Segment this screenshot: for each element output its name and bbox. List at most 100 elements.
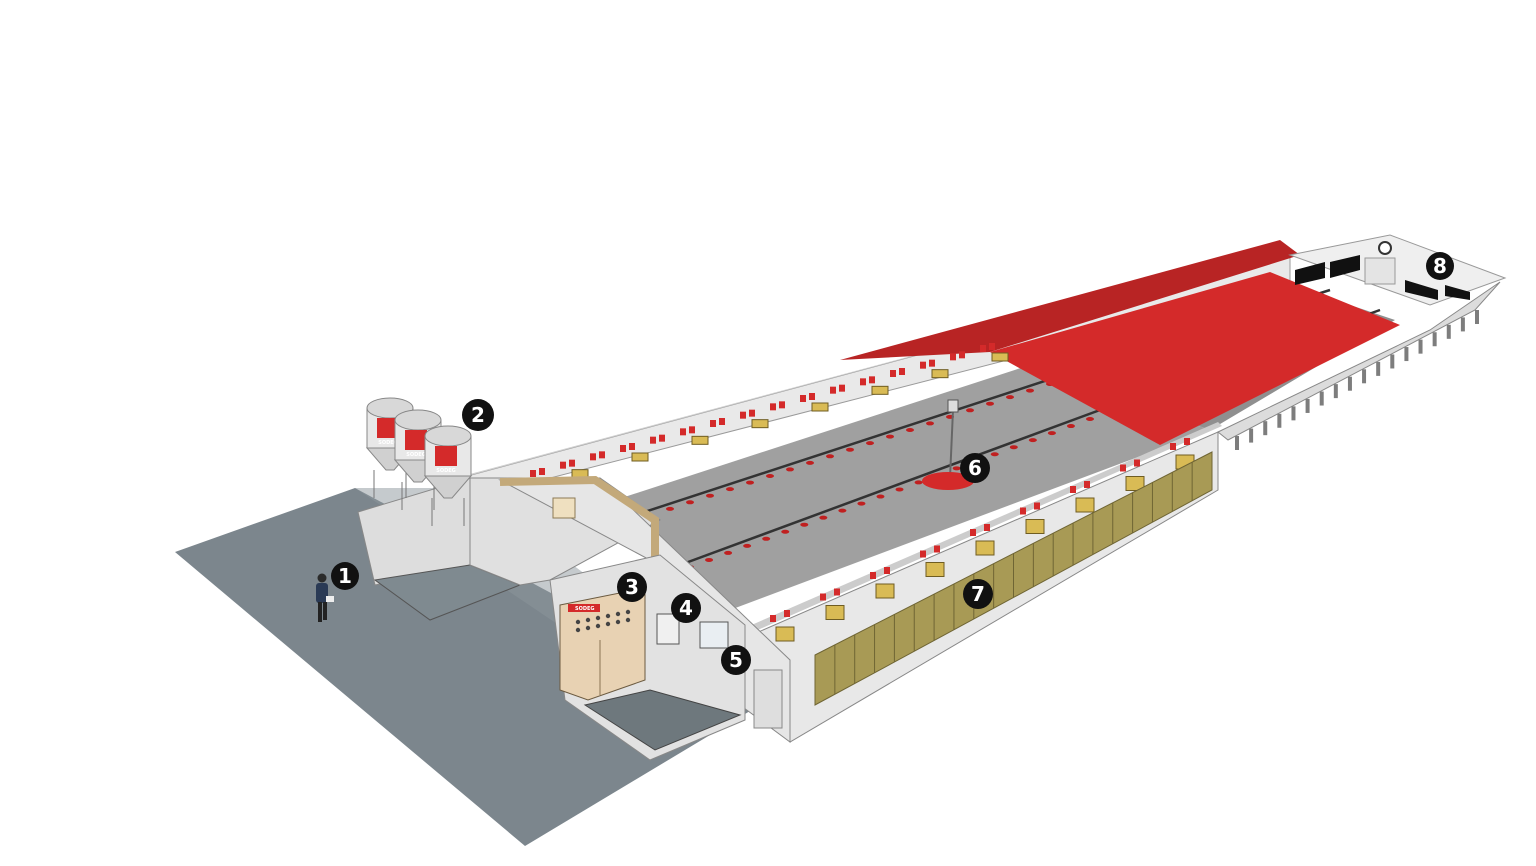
column: [1404, 347, 1409, 362]
vent: [929, 359, 935, 367]
marker-1: 1: [331, 562, 359, 590]
vent: [1170, 443, 1176, 450]
vent: [934, 545, 940, 553]
vent: [870, 572, 876, 579]
drinker-pan: [1026, 388, 1034, 393]
drinker-pan: [705, 557, 714, 562]
window-icon: [825, 605, 845, 620]
drinker-pan: [1006, 395, 1014, 400]
window-icon: [811, 402, 829, 412]
svg-text:1: 1: [338, 564, 352, 588]
marker-2: 2: [462, 399, 494, 431]
vent: [800, 395, 806, 402]
silo-cap: [394, 409, 442, 431]
drinker-pan: [786, 467, 794, 472]
window-icon: [775, 626, 795, 642]
drinker-pan: [766, 474, 774, 478]
vent: [779, 401, 785, 409]
drinker-pan: [726, 487, 734, 492]
vent: [590, 453, 596, 461]
vent: [770, 615, 776, 622]
drinker-pan: [762, 536, 771, 541]
svg-text:5: 5: [729, 648, 743, 672]
exhaust-fans: [1295, 255, 1470, 300]
drinker-pan: [1066, 424, 1075, 429]
vent: [920, 550, 926, 558]
knob: [585, 617, 591, 623]
vent: [980, 345, 986, 352]
vent: [890, 370, 896, 377]
brooder-disc: [922, 472, 974, 490]
air-duct: [499, 475, 659, 560]
svg-text:8: 8: [1433, 254, 1447, 278]
marker-5: 5: [721, 645, 751, 675]
marker-6: 6: [960, 453, 990, 483]
drinker-pan: [806, 460, 814, 465]
window-icon: [1075, 497, 1095, 513]
vent: [1184, 438, 1190, 445]
column: [1305, 398, 1310, 413]
near-wall-top: [740, 422, 1222, 636]
vent: [809, 393, 815, 400]
drinker-pan: [926, 421, 934, 426]
silo-logo: [405, 430, 427, 450]
knob: [615, 611, 621, 617]
knob: [595, 615, 601, 621]
svg-text:3: 3: [625, 575, 639, 599]
drinker-pan: [826, 454, 834, 459]
svg-text:2: 2: [471, 403, 485, 427]
window-icon: [975, 540, 995, 556]
cooling-pad-grid: [814, 452, 1213, 705]
svg-text:7: 7: [971, 582, 985, 606]
vent: [839, 384, 845, 392]
window-icon: [751, 419, 769, 429]
vent: [884, 567, 890, 574]
vent: [959, 351, 965, 359]
vent: [899, 368, 905, 375]
window-icon: [1025, 519, 1045, 534]
vent: [784, 610, 790, 617]
roof-panel: [990, 272, 1400, 445]
window-icon: [871, 385, 889, 395]
vent: [830, 386, 836, 394]
window-icon: [931, 369, 949, 379]
drinker-pan: [724, 550, 733, 555]
drinker-pan: [781, 529, 790, 534]
vent: [710, 420, 716, 427]
drinker-pan: [1086, 417, 1094, 421]
drinker-pan: [1028, 438, 1037, 443]
vent: [629, 443, 635, 450]
knob: [585, 625, 591, 631]
drinker-pan: [666, 506, 674, 511]
drinker-pan: [1009, 445, 1018, 450]
silo-logo-text: SODEG: [436, 468, 456, 474]
column: [1475, 310, 1479, 324]
drinker-pan: [800, 522, 809, 527]
vent: [950, 353, 956, 361]
drinker-pan: [686, 500, 694, 505]
column: [1319, 391, 1324, 406]
vent: [530, 470, 536, 477]
knob: [575, 619, 581, 625]
window-icon: [691, 435, 709, 445]
drinker-pan: [876, 494, 885, 499]
vent: [539, 468, 545, 475]
drinker-pan: [746, 480, 754, 485]
column: [1263, 421, 1268, 436]
svg-text:4: 4: [679, 596, 693, 620]
knob: [615, 619, 621, 625]
near-wall-vents: [770, 438, 1195, 642]
window-icon: [631, 452, 649, 462]
vent: [599, 451, 605, 459]
drinker-pan: [866, 441, 874, 446]
vent: [1120, 464, 1126, 472]
vent: [719, 418, 725, 425]
cabinet-logo-text: SODEG: [575, 606, 595, 612]
column: [1376, 361, 1381, 376]
fan-icon: [1378, 241, 1392, 255]
marker-3: 3: [617, 572, 647, 602]
knob: [625, 617, 631, 623]
vent: [869, 376, 875, 384]
vent: [989, 343, 995, 350]
